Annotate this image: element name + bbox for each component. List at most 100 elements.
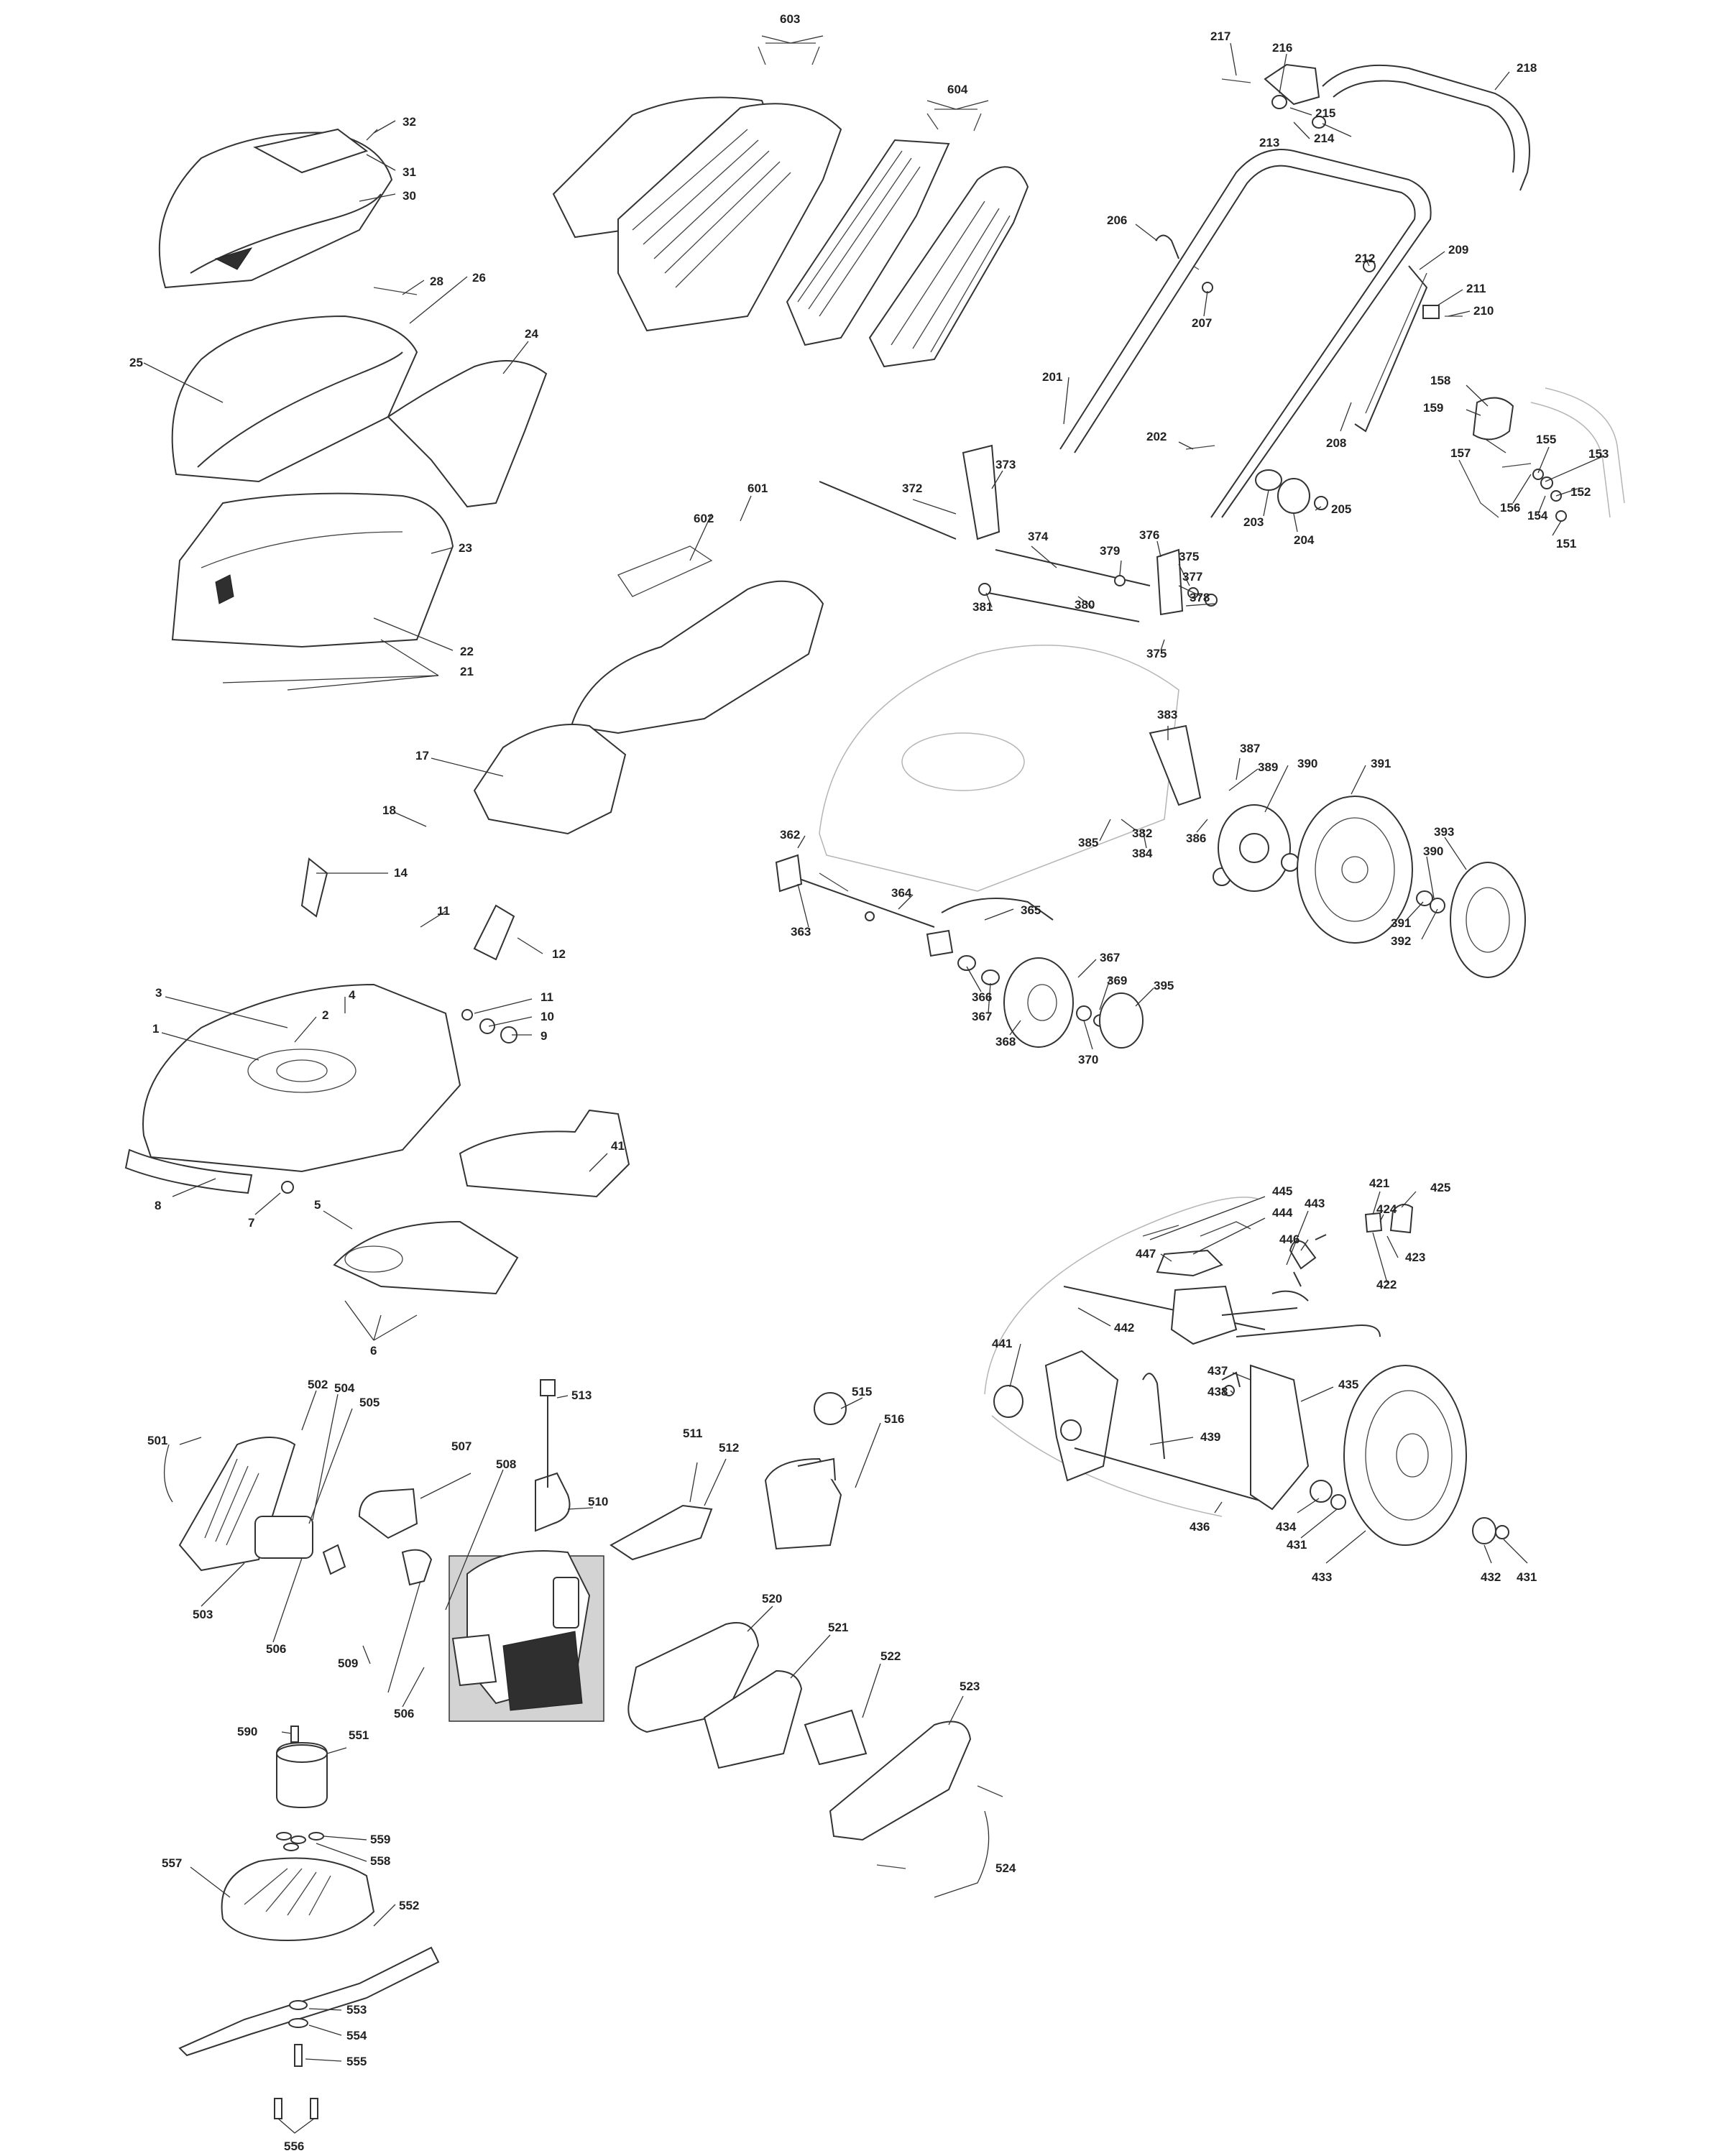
label-521: 521 [828, 1621, 848, 1634]
label-152: 152 [1570, 485, 1591, 499]
label-447: 447 [1136, 1247, 1156, 1261]
label-151: 151 [1556, 537, 1576, 550]
label-601: 601 [748, 482, 768, 495]
handle-assembly [1059, 63, 1625, 522]
label-4: 4 [349, 988, 356, 1002]
label-363: 363 [791, 925, 811, 939]
label-6: 6 [370, 1344, 377, 1358]
label-551: 551 [349, 1728, 369, 1742]
label-506-left: 506 [266, 1642, 286, 1656]
chassis-deck [124, 545, 1179, 1295]
label-510: 510 [588, 1495, 608, 1508]
label-509: 509 [338, 1657, 358, 1670]
label-153: 153 [1588, 447, 1609, 461]
label-392: 392 [1391, 934, 1411, 948]
label-212: 212 [1355, 252, 1375, 265]
label-362: 362 [780, 828, 800, 842]
label-421: 421 [1369, 1176, 1389, 1190]
label-214: 214 [1314, 132, 1335, 145]
label-374: 374 [1028, 530, 1049, 543]
label-28: 28 [430, 275, 443, 288]
label-515: 515 [852, 1385, 872, 1399]
label-23: 23 [459, 541, 472, 555]
label-424: 424 [1376, 1202, 1397, 1216]
label-201: 201 [1042, 370, 1062, 384]
label-7: 7 [248, 1216, 254, 1230]
engine-section [178, 1379, 1003, 1869]
label-216: 216 [1272, 41, 1292, 55]
label-501: 501 [147, 1434, 167, 1447]
grass-bags [552, 42, 1029, 368]
label-382: 382 [1132, 826, 1152, 840]
label-377: 377 [1182, 570, 1202, 584]
label-383: 383 [1157, 708, 1177, 722]
label-369: 369 [1107, 974, 1127, 987]
label-444: 444 [1272, 1206, 1293, 1220]
label-590: 590 [237, 1725, 257, 1738]
label-31: 31 [402, 165, 416, 179]
label-211: 211 [1466, 282, 1486, 295]
label-390-top: 390 [1297, 757, 1317, 770]
label-375-bottom: 375 [1146, 647, 1167, 660]
label-370: 370 [1078, 1053, 1098, 1067]
label-441: 441 [992, 1337, 1012, 1350]
label-431-right: 431 [1517, 1570, 1537, 1584]
label-385: 385 [1078, 836, 1098, 849]
label-433: 433 [1312, 1570, 1332, 1584]
label-378: 378 [1190, 591, 1210, 604]
label-602: 602 [694, 512, 714, 525]
label-156: 156 [1500, 501, 1520, 515]
label-446: 446 [1279, 1233, 1300, 1246]
label-11-bottom: 11 [540, 990, 553, 1004]
label-213: 213 [1259, 136, 1279, 149]
transmission [984, 1197, 1509, 1546]
label-368: 368 [995, 1035, 1016, 1049]
label-25: 25 [129, 356, 143, 369]
label-367-bottom: 367 [972, 1010, 992, 1023]
label-207: 207 [1192, 316, 1212, 330]
label-422: 422 [1376, 1278, 1397, 1291]
label-155: 155 [1536, 433, 1556, 446]
label-553: 553 [346, 2003, 367, 2017]
label-505: 505 [359, 1396, 380, 1409]
label-208: 208 [1326, 436, 1346, 450]
label-520: 520 [762, 1592, 782, 1606]
part-labels: 217 216 218 215 213 214 206 212 209 211 … [129, 12, 1609, 2153]
label-442: 442 [1114, 1321, 1134, 1335]
label-435: 435 [1338, 1378, 1358, 1391]
label-24: 24 [525, 327, 538, 341]
label-604: 604 [947, 83, 968, 96]
label-432: 432 [1481, 1570, 1501, 1584]
label-159: 159 [1423, 401, 1443, 415]
label-503: 503 [193, 1608, 213, 1621]
label-438: 438 [1208, 1385, 1228, 1399]
label-552: 552 [399, 1899, 419, 1912]
label-367-top: 367 [1100, 951, 1120, 964]
label-26: 26 [472, 271, 486, 285]
label-524: 524 [995, 1861, 1016, 1875]
label-516: 516 [884, 1412, 904, 1426]
label-376: 376 [1139, 528, 1159, 542]
label-423: 423 [1405, 1250, 1425, 1264]
label-12: 12 [552, 947, 566, 961]
label-204: 204 [1294, 533, 1315, 547]
label-554: 554 [346, 2029, 367, 2042]
label-559: 559 [370, 1833, 390, 1846]
label-386: 386 [1186, 831, 1206, 845]
label-14: 14 [394, 866, 408, 880]
label-502: 502 [308, 1378, 328, 1391]
label-522: 522 [880, 1649, 901, 1663]
label-523: 523 [960, 1680, 980, 1693]
label-3: 3 [155, 986, 162, 1000]
blade-assembly [178, 1726, 440, 2119]
label-203: 203 [1243, 515, 1264, 529]
label-443: 443 [1305, 1197, 1325, 1210]
label-389: 389 [1258, 760, 1278, 774]
label-372: 372 [902, 482, 922, 495]
label-8: 8 [155, 1199, 161, 1212]
label-373: 373 [995, 458, 1016, 471]
label-380: 380 [1075, 598, 1095, 612]
label-395: 395 [1154, 979, 1174, 992]
label-1: 1 [152, 1022, 159, 1036]
